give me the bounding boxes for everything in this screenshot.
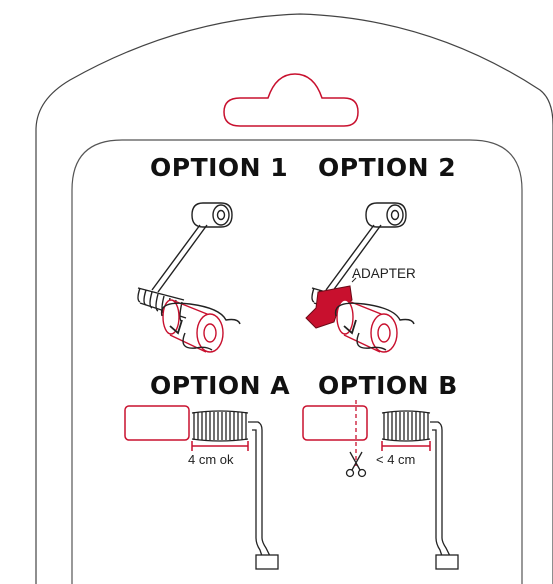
option-2-illustration: [305, 202, 415, 353]
heading-option-a: OPTION A: [150, 371, 290, 400]
sleeve-box: [124, 405, 190, 441]
sleeve-cylinder: [336, 299, 398, 353]
hang-hole: [223, 73, 359, 127]
heading-option-2: OPTION 2: [318, 153, 456, 182]
option-b-illustration: [302, 400, 459, 570]
scissors-icon: [345, 451, 367, 478]
adapter-icon: [305, 285, 353, 329]
wrap-cord: [160, 302, 241, 351]
option-1-illustration: [137, 202, 241, 353]
sleeve-cylinder: [162, 299, 224, 353]
adapter-leader-line: [351, 277, 357, 283]
heading-option-1: OPTION 1: [150, 153, 288, 182]
heading-option-b: OPTION B: [318, 371, 458, 400]
option-a-illustration: [124, 405, 279, 570]
cable: [430, 421, 451, 557]
connector: [435, 554, 459, 570]
adapter-label: ADAPTER: [352, 266, 416, 281]
wrap-cord: [334, 302, 415, 351]
measure-label-a: 4 cm ok: [188, 452, 234, 467]
spring-coil-icon: [381, 410, 431, 442]
outer-card-outline: [35, 13, 553, 584]
spring-coil-icon: [191, 410, 249, 442]
connector: [255, 554, 279, 570]
eyelet-icon: [365, 202, 407, 228]
measure-line: [191, 441, 249, 451]
sleeve-box: [302, 405, 368, 441]
arrow-icon: [169, 319, 183, 335]
inner-panel: [71, 139, 523, 584]
arrow-icon: [343, 319, 357, 335]
measure-label-b: < 4 cm: [376, 452, 415, 467]
cable-arm: [325, 224, 382, 293]
eyelet-icon: [191, 202, 233, 228]
cable-arm: [151, 224, 208, 293]
cable: [248, 421, 271, 557]
measure-line: [381, 441, 431, 451]
